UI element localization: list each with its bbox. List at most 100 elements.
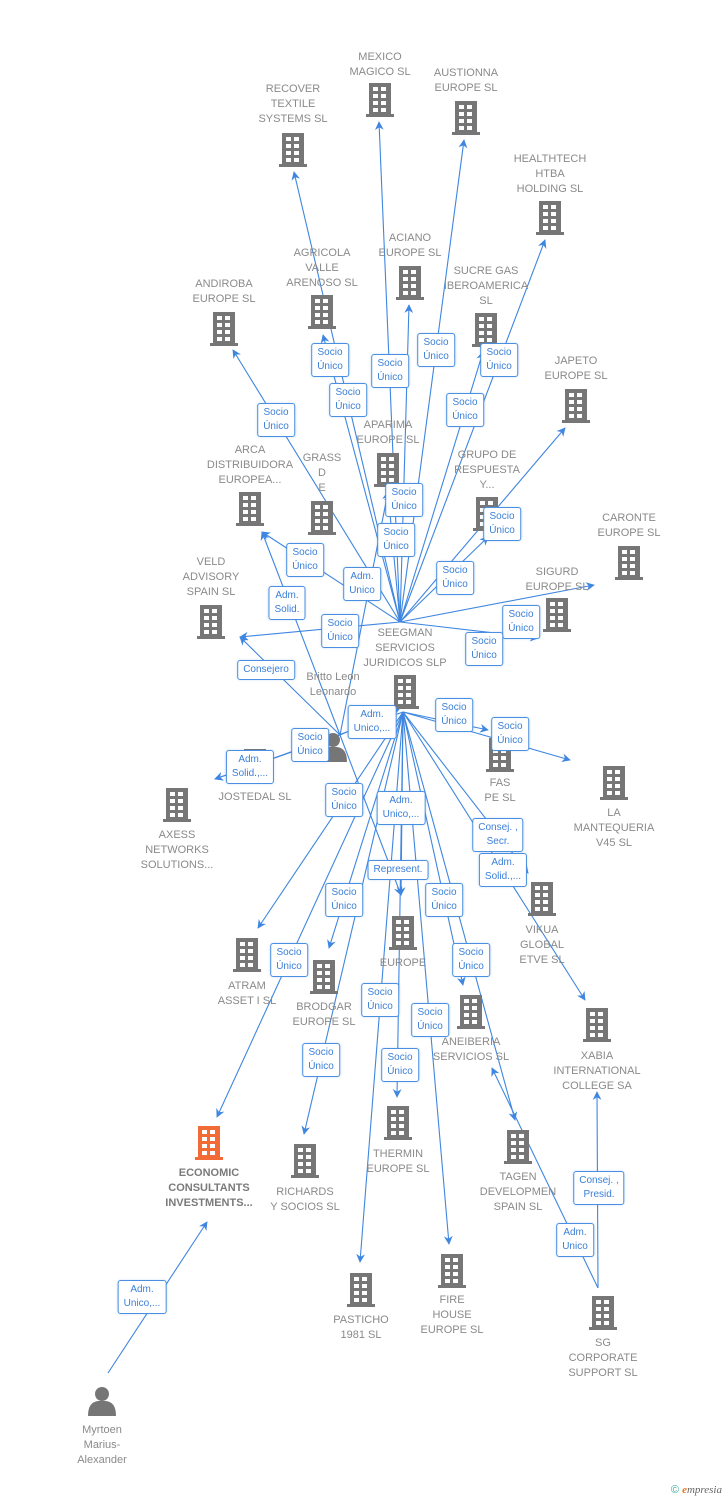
role-label-line: Consej. , — [478, 822, 518, 833]
node-label: RICHARDS — [276, 1186, 333, 1198]
role-label-line: Represent. — [373, 864, 423, 875]
role-label[interactable]: Adm.Unico — [556, 1223, 594, 1257]
node-label: LA — [607, 807, 621, 819]
role-label[interactable]: Adm.Solid.,... — [478, 853, 528, 887]
role-label-line: Único — [508, 623, 534, 634]
building-icon — [600, 766, 628, 800]
role-label-line: Socio — [431, 887, 457, 898]
role-label-line: Único — [383, 541, 409, 552]
node-label: RESPUESTA — [454, 464, 520, 476]
edge-seegman-caronte — [399, 582, 595, 623]
role-label[interactable]: Adm.Solid.,... — [225, 750, 275, 784]
role-label[interactable]: Consejero — [237, 660, 295, 680]
node-label: EUROPE SL — [526, 581, 589, 593]
node-label: JAPETO — [555, 355, 598, 367]
role-label-line: Socio — [423, 337, 449, 348]
empresia-logo[interactable]: empresia — [682, 1484, 722, 1496]
node-label: Marius- — [84, 1439, 121, 1451]
node-label: Britto Leon — [306, 671, 359, 683]
node-label: FIRE — [439, 1294, 464, 1306]
role-label[interactable]: Adm.Unico — [343, 567, 381, 601]
role-label[interactable]: Adm.Unico,... — [347, 705, 397, 739]
node-label: MANTEQUERIA — [574, 822, 655, 834]
role-label[interactable]: Adm.Unico,... — [376, 791, 426, 825]
node-label: 1981 SL — [341, 1329, 382, 1341]
node-europe[interactable]: EUROPE — [380, 916, 426, 969]
role-label-line: Único — [276, 961, 302, 972]
node-label: BRODGAR — [296, 1001, 352, 1013]
building-icon — [366, 83, 394, 117]
role-label[interactable]: Represent. — [367, 860, 429, 880]
role-label[interactable]: Consej. ,Presid. — [573, 1171, 625, 1205]
node-pasticho[interactable]: PASTICHO 1981 SL — [333, 1273, 389, 1341]
role-label[interactable]: Adm.Unico,... — [117, 1280, 167, 1314]
node-axess[interactable]: AXESSNETWORKSSOLUTIONS... — [141, 788, 214, 871]
node-arca[interactable]: ARCADISTRIBUIDORAEUROPEA... — [207, 444, 294, 526]
role-label-line: Consej. , — [579, 1175, 619, 1186]
node-economic[interactable]: ECONOMICCONSULTANTSINVESTMENTS... — [165, 1126, 253, 1209]
node-label: CONSULTANTS — [168, 1182, 249, 1194]
node-label: MAGICO SL — [349, 66, 410, 78]
node-label: PASTICHO — [333, 1314, 389, 1326]
role-label-line: Único — [452, 411, 478, 422]
role-label[interactable]: Adm.Solid. — [268, 586, 306, 620]
role-label[interactable]: Consej. ,Secr. — [472, 818, 524, 852]
role-label-line: Socio — [377, 358, 403, 369]
node-label: VELD — [197, 556, 226, 568]
